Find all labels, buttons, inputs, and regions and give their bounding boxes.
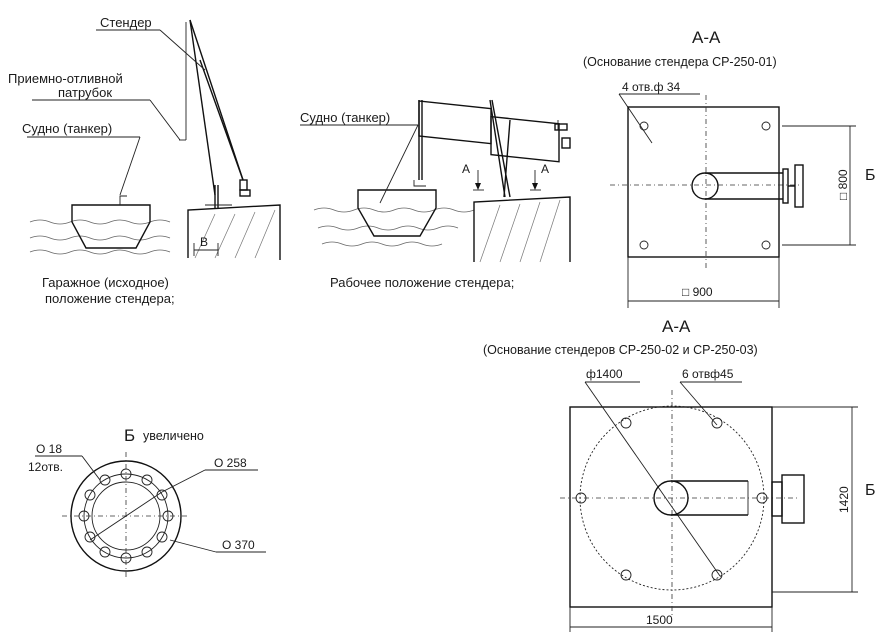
base-01-view-mark: Б	[865, 167, 876, 184]
base-01-holes-label: 4 отв.ф 34	[622, 80, 681, 94]
garage-position-scene: В Стендер Приемно-отливной патрубок Судн…	[8, 15, 281, 306]
patrubok-label-2: патрубок	[58, 85, 112, 100]
flange-inner-dim: О 258	[214, 456, 247, 470]
base-01-plan: А-А (Основание стендера СР-250-01) 4 отв…	[583, 28, 876, 308]
stender-garage	[179, 19, 251, 208]
flange-outer-dim: О 370	[222, 538, 255, 552]
section-arrows	[473, 170, 541, 191]
flange-bolt-circle	[83, 473, 169, 559]
base-01-dim-side: □ 800	[836, 169, 850, 200]
pier-2	[473, 196, 571, 263]
garage-caption-2: положение стендера;	[45, 291, 175, 306]
base-01-title: А-А	[692, 28, 721, 47]
flange-holes-dim: О 18	[36, 442, 62, 456]
flange-holes-count: 12отв.	[28, 460, 63, 474]
base-01-subtitle: (Основание стендера СР-250-01)	[583, 55, 777, 69]
dim-b-label: В	[200, 235, 208, 249]
base-02-dim-bottom: 1500	[646, 613, 673, 627]
base-02-holes-label: 6 отвф45	[682, 367, 734, 381]
patrubok-label-1: Приемно-отливной	[8, 71, 123, 86]
working-position-scene: А А Судно (танкер) Рабочее положение сте…	[300, 99, 571, 290]
ship-label-2: Судно (танкер)	[300, 110, 390, 125]
working-caption: Рабочее положение стендера;	[330, 275, 514, 290]
base-02-view-mark: Б	[865, 482, 876, 499]
base-02-subtitle: (Основание стендеров СР-250-02 и СР-250-…	[483, 343, 758, 357]
flange-title-word: увеличено	[143, 429, 204, 443]
ship-label: Судно (танкер)	[22, 121, 112, 136]
base-01-bolt-holes	[639, 121, 771, 250]
base-01-center-hole	[691, 172, 719, 200]
base-02-plan: А-А (Основание стендеров СР-250-02 и СР-…	[483, 317, 876, 632]
stender-label: Стендер	[100, 15, 152, 30]
section-mark-left: А	[462, 162, 470, 176]
flange-title-letter: Б	[124, 426, 135, 445]
garage-caption-1: Гаражное (исходное)	[42, 275, 169, 290]
section-mark-right: А	[541, 162, 549, 176]
base-02-dim-side: 1420	[837, 486, 851, 513]
base-02-plate	[569, 406, 773, 608]
base-01-dim-bottom: □ 900	[682, 285, 713, 299]
ship-hull	[71, 204, 151, 249]
water-surface	[29, 219, 171, 255]
stender-working	[413, 99, 571, 198]
base-01-plate	[627, 106, 780, 258]
base-02-title: А-А	[662, 317, 691, 336]
base-02-circle-label: ф1400	[586, 367, 623, 381]
ship-hull-2	[357, 189, 437, 237]
pier	[187, 204, 281, 260]
water-surface-2	[313, 207, 475, 247]
flange-detail: Б увеличено О 18 12отв. О 258	[28, 426, 266, 580]
base-02-bolt-holes	[575, 417, 768, 581]
